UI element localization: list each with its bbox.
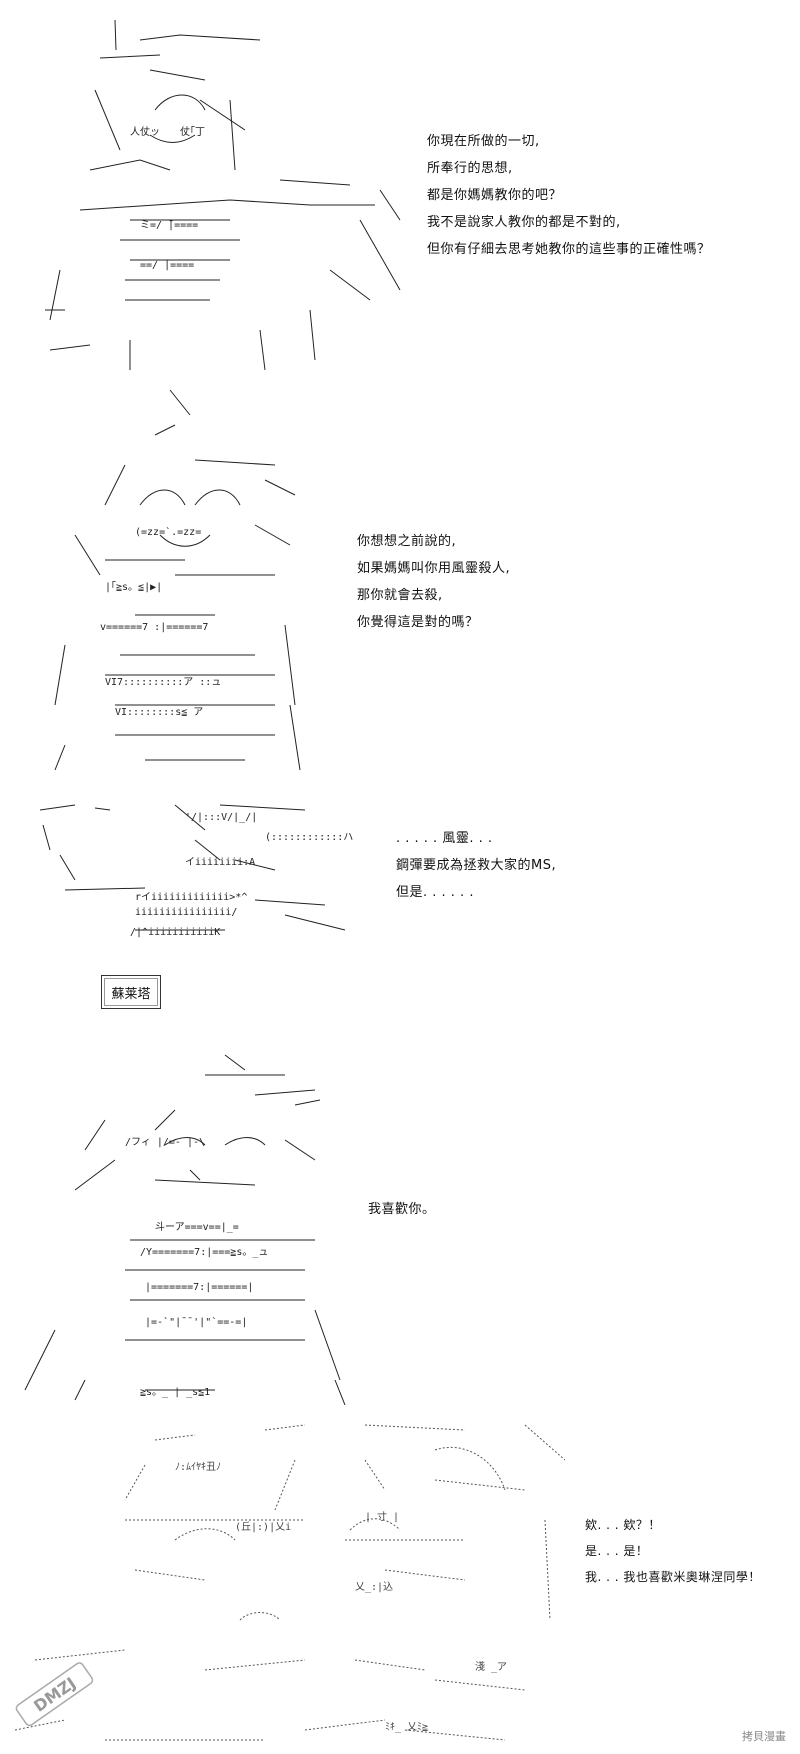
ascii-art-figure-1: 人仗ッ 仗｢丁 ミ=/ ̄|==== ==/ |==== bbox=[30, 10, 430, 380]
watermark-text: 拷貝漫畫 bbox=[742, 1730, 786, 1743]
dialogue-3: . . . . . 風靈. . . 鋼彈要成為拯救大家的MS, 但是. . . … bbox=[396, 825, 556, 906]
svg-text:==/ |====: ==/ |==== bbox=[140, 260, 194, 271]
svg-text:| 寸 |: | 寸 | bbox=[365, 1510, 399, 1523]
dialogue-line: 都是你媽媽教你的吧？ bbox=[427, 188, 563, 203]
dialogue-line: 你想想之前說的, bbox=[357, 534, 457, 549]
dialogue-line: 我喜歡你。 bbox=[368, 1202, 436, 1217]
ascii-art-figure-4: /フィ |/=- |-\ 斗ーア===v==|_= /Y=======7:|==… bbox=[15, 1050, 355, 1405]
svg-text:rイiiiiiiiiiiiii>*^: rイiiiiiiiiiiiii>*^ bbox=[135, 892, 247, 903]
svg-text:人仗ッ: 人仗ッ bbox=[130, 126, 160, 138]
dmzj-watermark-logo: DMZJ bbox=[10, 1660, 100, 1730]
dialogue-4: 我喜歡你。 bbox=[368, 1196, 436, 1223]
dialogue-line: 如果媽媽叫你用風靈殺人, bbox=[357, 561, 511, 576]
svg-text:(丘|:)|乂i: (丘|:)|乂i bbox=[235, 1521, 291, 1533]
svg-text:(::::::::::::ハ: (::::::::::::ハ bbox=[265, 832, 353, 843]
dialogue-line: 我. . . 我也喜歡米奧琳涅同學！ bbox=[585, 1570, 761, 1584]
svg-text:(=zz=`.=zz=: (=zz=`.=zz= bbox=[135, 526, 201, 538]
svg-text:淺 _ア: 淺 _ア bbox=[475, 1660, 507, 1673]
dialogue-line: 是. . . 是！ bbox=[585, 1544, 649, 1558]
ascii-art-hands-3: '/|:::V/|_/| (::::::::::::ハ イiiiiiiii:A … bbox=[35, 800, 355, 945]
svg-text:ﾐｷ_ 乂ﾐ≧: ﾐｷ_ 乂ﾐ≧ bbox=[385, 1722, 428, 1733]
svg-text:|｢≧s。≦|▶|: |｢≧s。≦|▶| bbox=[105, 581, 162, 593]
svg-text:VI7::::::::::ア ::ュ: VI7::::::::::ア ::ュ bbox=[105, 677, 221, 688]
svg-text:|=-`"|¯¯'|"`==-=|: |=-`"|¯¯'|"`==-=| bbox=[145, 1316, 247, 1328]
speaker-name: 蘇莱塔 bbox=[111, 986, 151, 1002]
svg-text:ミ=/ ̄|====: ミ=/ ̄|==== bbox=[140, 220, 198, 231]
svg-text:v======7 :|======7: v======7 :|======7 bbox=[100, 622, 208, 633]
svg-text:イiiiiiiii:A: イiiiiiiii:A bbox=[185, 857, 255, 868]
svg-text:/Y=======7:|===≧s。_ュ: /Y=======7:|===≧s。_ュ bbox=[140, 1247, 268, 1258]
ascii-art-couple-5: ﾉ:ﾑｲﾔｷ丑ﾉ (丘|:)|乂i | 寸 | 乂_:|込 淺 _ア ﾐｷ_ 乂… bbox=[5, 1420, 575, 1750]
svg-text:iiiiiiiiiiiiiiii/: iiiiiiiiiiiiiiii/ bbox=[135, 907, 237, 918]
svg-text:≧s。_ | _s≦1: ≧s。_ | _s≦1 bbox=[140, 1387, 210, 1398]
dialogue-line: 欸. . . 欸？！ bbox=[585, 1518, 661, 1532]
dialogue-1: 你現在所做的一切, 所奉行的思想, 都是你媽媽教你的吧？ 我不是說家人教你的都是… bbox=[427, 128, 711, 263]
dialogue-5: 欸. . . 欸？！ 是. . . 是！ 我. . . 我也喜歡米奧琳涅同學！ bbox=[585, 1512, 761, 1590]
svg-text:'/|:::V/|_/|: '/|:::V/|_/| bbox=[185, 812, 257, 823]
dialogue-2: 你想想之前說的, 如果媽媽叫你用風靈殺人, 那你就會去殺, 你覺得這是對的嗎？ bbox=[357, 528, 510, 636]
svg-text:仗｢丁: 仗｢丁 bbox=[180, 126, 205, 138]
dialogue-line: 那你就會去殺, bbox=[357, 588, 443, 603]
speaker-name-tag: 蘇莱塔 bbox=[101, 975, 161, 1009]
dialogue-line: 所奉行的思想, bbox=[427, 161, 513, 176]
dialogue-line: 你現在所做的一切, bbox=[427, 134, 540, 149]
ascii-art-figure-2: (=zz=`.=zz= |｢≧s。≦|▶| v======7 :|======7… bbox=[45, 385, 325, 775]
dialogue-line: 你覺得這是對的嗎？ bbox=[357, 615, 479, 630]
svg-text:VI::::::::s≦ ア: VI::::::::s≦ ア bbox=[115, 707, 203, 718]
svg-text:|=======7:|======|: |=======7:|======| bbox=[145, 1282, 253, 1293]
dialogue-line: 但你有仔細去思考她教你的這些事的正確性嗎？ bbox=[427, 242, 711, 257]
dialogue-line: . . . . . 風靈. . . bbox=[396, 831, 493, 846]
dialogue-line: 我不是說家人教你的都是不對的, bbox=[427, 215, 621, 230]
svg-text:ﾉ:ﾑｲﾔｷ丑ﾉ: ﾉ:ﾑｲﾔｷ丑ﾉ bbox=[175, 1462, 221, 1473]
dialogue-line: 鋼彈要成為拯救大家的MS, bbox=[396, 858, 557, 873]
svg-text:/フィ |/=- |-\: /フィ |/=- |-\ bbox=[125, 1137, 205, 1148]
svg-text:/|^iiiiiiiiiiiK: /|^iiiiiiiiiiiK bbox=[130, 927, 220, 938]
svg-text:斗ーア===v==|_=: 斗ーア===v==|_= bbox=[155, 1221, 239, 1233]
svg-text:乂_:|込: 乂_:|込 bbox=[355, 1581, 393, 1593]
dialogue-line: 但是. . . . . . bbox=[396, 885, 474, 900]
